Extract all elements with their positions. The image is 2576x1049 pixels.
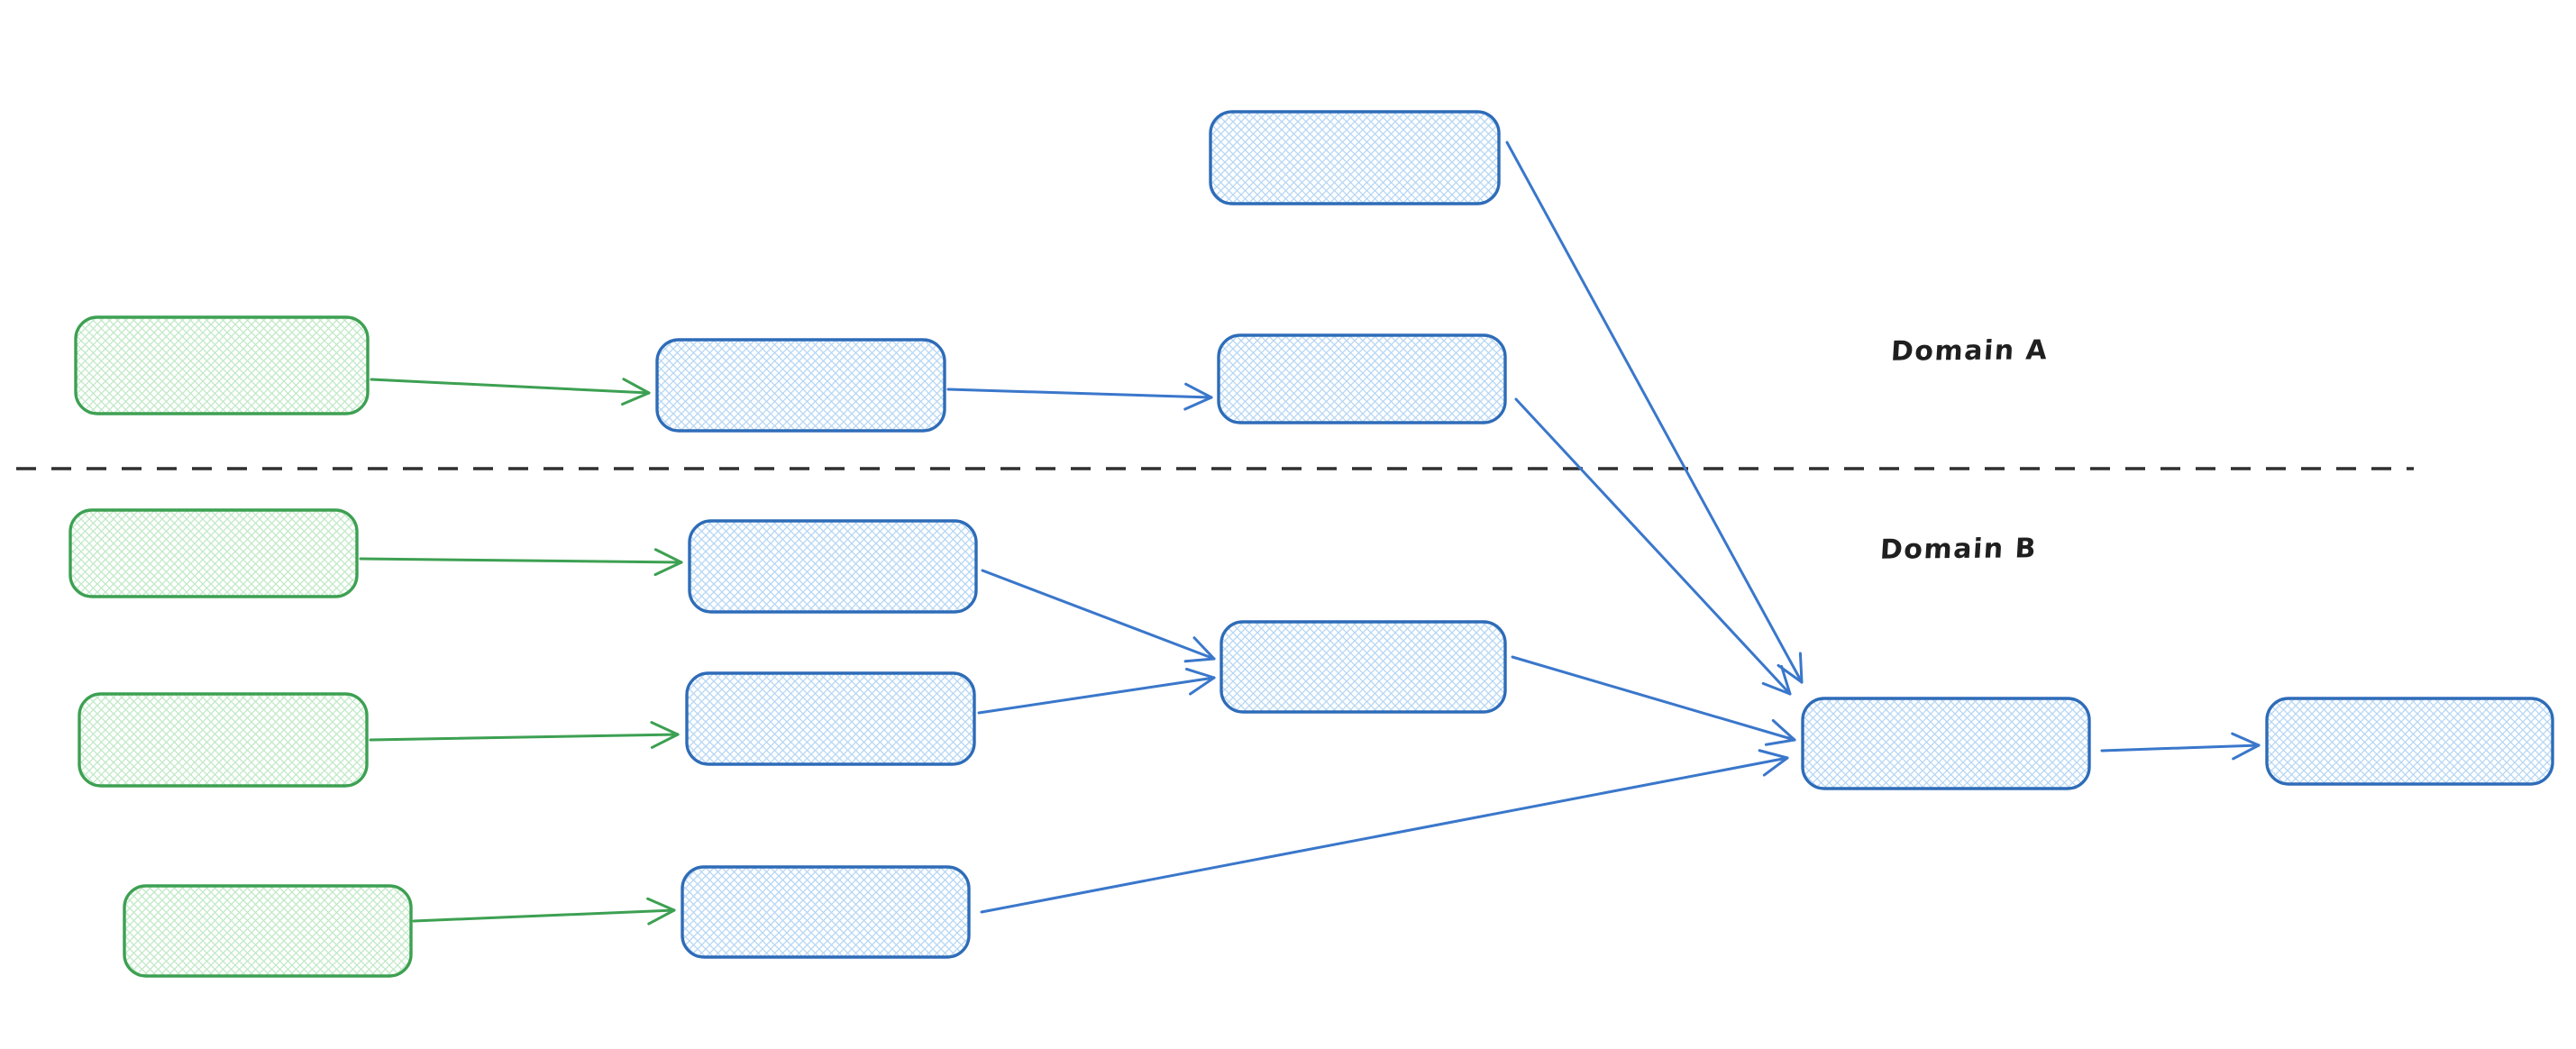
arrow-source-b3-to-b3[interactable] xyxy=(412,897,676,926)
node-b2[interactable] xyxy=(685,671,976,766)
arrow-r-merge-to-final[interactable] xyxy=(2100,732,2261,761)
node-a1[interactable] xyxy=(655,338,946,433)
arrow-source-a-to-a1[interactable] xyxy=(370,378,651,406)
arrow-b-merge-to-r-merge[interactable] xyxy=(1511,655,1796,746)
node-b-merge[interactable] xyxy=(1219,620,1507,714)
node-source-b1[interactable] xyxy=(69,508,359,598)
arrow-a1-to-a2[interactable] xyxy=(946,382,1213,411)
node-top[interactable] xyxy=(1209,110,1501,205)
arrow-b2-to-b-merge[interactable] xyxy=(977,667,1216,715)
arrow-b3-to-r-merge[interactable] xyxy=(980,749,1789,914)
node-source-b3[interactable] xyxy=(123,884,413,978)
node-source-a[interactable] xyxy=(74,315,370,415)
arrow-source-b1-to-b1[interactable] xyxy=(359,548,683,577)
node-r-merge[interactable] xyxy=(1801,697,2091,790)
node-b1[interactable] xyxy=(688,519,978,614)
node-source-b2[interactable] xyxy=(78,692,369,788)
domain-a-label: Domain A xyxy=(1889,334,2050,368)
node-a2[interactable] xyxy=(1217,333,1507,424)
arrow-top-to-r-merge[interactable] xyxy=(1505,141,1804,684)
node-b3[interactable] xyxy=(681,865,971,959)
node-final[interactable] xyxy=(2265,697,2554,786)
domain-b-label: Domain B xyxy=(1878,533,2039,566)
arrow-b1-to-b-merge[interactable] xyxy=(981,569,1216,663)
arrow-a2-to-r-merge[interactable] xyxy=(1514,397,1792,696)
arrow-source-b2-to-b2[interactable] xyxy=(369,721,680,749)
